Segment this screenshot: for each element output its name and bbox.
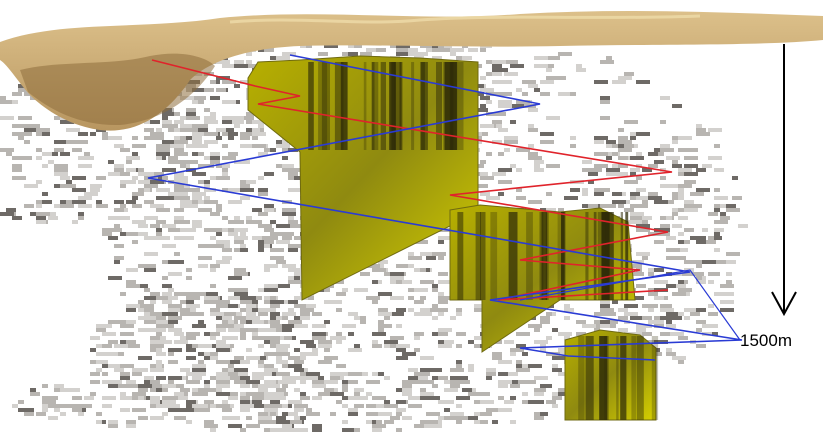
blue-survey-trace (147, 54, 743, 361)
depth-label: 1500m (740, 331, 792, 350)
ore-body-lower (564, 329, 659, 421)
red-survey-trace (151, 59, 673, 301)
depth-arrow (771, 44, 797, 317)
ore-body-middle (449, 204, 636, 353)
ore-body-upper (247, 55, 479, 301)
blue-survey-trace-branch (519, 269, 741, 341)
surface-terrain (0, 10, 823, 131)
